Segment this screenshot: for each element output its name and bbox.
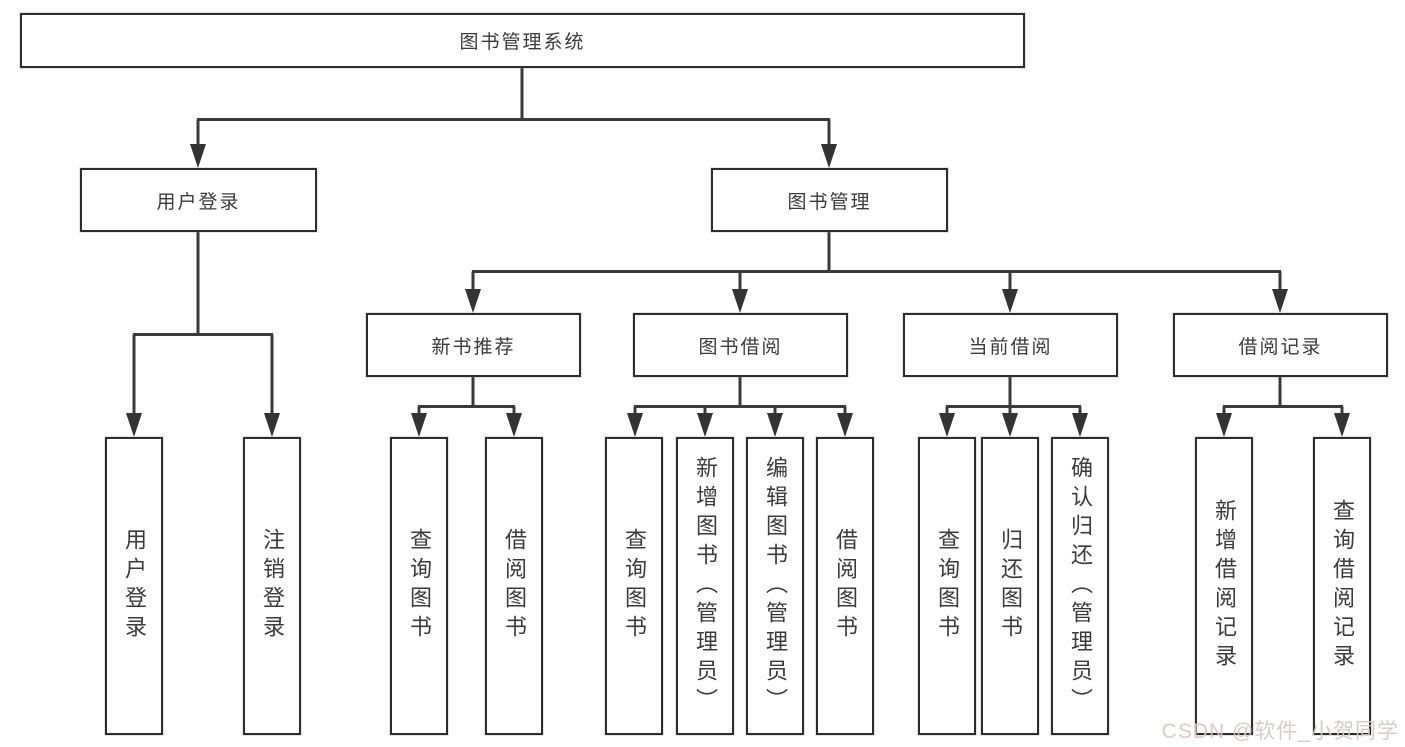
- leaf-newrec-query-books: 查询图书: [390, 437, 448, 735]
- leaf-record-add-borrow-record: 新增借阅记录: [1195, 437, 1253, 735]
- leaf-borrow-query-books: 查询图书: [605, 437, 663, 735]
- node-user-login: 用户登录: [80, 168, 317, 232]
- node-book-management-label: 图书管理: [787, 191, 872, 213]
- node-current-borrow: 当前借阅: [903, 313, 1118, 377]
- leaf-borrow-add-books-admin-label: 新增图书（管理员）: [693, 455, 718, 717]
- leaf-newrec-borrow-books-label: 借阅图书: [502, 528, 527, 644]
- leaf-current-query-books: 查询图书: [918, 437, 976, 735]
- leaf-user-login: 用户登录: [105, 437, 163, 735]
- leaf-record-add-borrow-record-label: 新增借阅记录: [1212, 499, 1237, 673]
- leaf-record-query-borrow-record: 查询借阅记录: [1313, 437, 1371, 735]
- leaf-user-login-label: 用户登录: [122, 528, 147, 644]
- leaf-newrec-query-books-label: 查询图书: [407, 528, 432, 644]
- leaf-current-return-books: 归还图书: [981, 437, 1039, 735]
- leaf-current-query-books-label: 查询图书: [935, 528, 960, 644]
- node-root-system: 图书管理系统: [20, 13, 1025, 68]
- node-new-book-recommend: 新书推荐: [366, 313, 581, 377]
- node-borrow-records-label: 借阅记录: [1238, 336, 1323, 358]
- node-new-book-recommend-label: 新书推荐: [431, 336, 516, 358]
- node-book-borrow: 图书借阅: [633, 313, 848, 377]
- arrowheads: [126, 144, 1350, 437]
- leaf-borrow-edit-books-admin: 编辑图书（管理员）: [746, 437, 804, 735]
- leaf-logout-login: 注销登录: [243, 437, 301, 735]
- leaf-borrow-edit-books-admin-label: 编辑图书（管理员）: [763, 455, 788, 717]
- csdn-watermark: CSDN @软件_小贺同学: [1161, 720, 1399, 743]
- node-book-borrow-label: 图书借阅: [698, 336, 783, 358]
- node-current-borrow-label: 当前借阅: [968, 336, 1053, 358]
- leaf-current-confirm-return-admin-label: 确认归还（管理员）: [1068, 455, 1093, 717]
- node-root-label: 图书管理系统: [459, 32, 586, 53]
- node-book-management: 图书管理: [711, 168, 948, 232]
- node-user-login-label: 用户登录: [156, 191, 241, 213]
- leaf-borrow-add-books-admin: 新增图书（管理员）: [676, 437, 734, 735]
- edges: [132, 68, 1344, 415]
- leaf-newrec-borrow-books: 借阅图书: [485, 437, 543, 735]
- leaf-current-confirm-return-admin: 确认归还（管理员）: [1051, 437, 1109, 735]
- leaf-logout-login-label: 注销登录: [260, 528, 285, 644]
- node-borrow-records: 借阅记录: [1173, 313, 1388, 377]
- leaf-record-query-borrow-record-label: 查询借阅记录: [1330, 499, 1355, 673]
- leaf-current-return-books-label: 归还图书: [998, 528, 1023, 644]
- leaf-borrow-borrow-books: 借阅图书: [816, 437, 874, 735]
- leaf-borrow-borrow-books-label: 借阅图书: [833, 528, 858, 644]
- leaf-borrow-query-books-label: 查询图书: [622, 528, 647, 644]
